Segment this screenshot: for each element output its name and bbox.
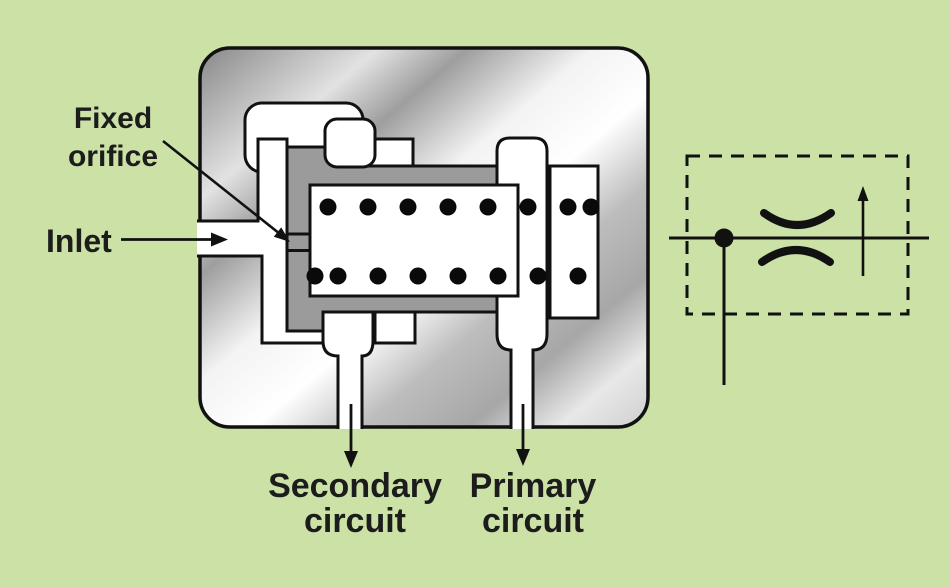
inlet-arrow-head xyxy=(211,232,228,247)
diagram-labels: Fixed orifice Inlet Secondary circuit Pr… xyxy=(46,102,596,540)
schematic-symbol xyxy=(669,154,929,385)
schematic-dashed-box-icon xyxy=(685,154,910,316)
fixed-orifice-leader-head xyxy=(273,227,290,242)
spring-coil-dots xyxy=(306,198,600,285)
valve-body-group xyxy=(197,46,650,429)
inlet-passage-fill xyxy=(197,139,323,343)
secondary-label-line2: circuit xyxy=(304,502,406,540)
fixed-orifice-label-line2: orifice xyxy=(68,140,158,173)
end-cap-inner xyxy=(323,117,377,169)
primary-label-line2: circuit xyxy=(482,502,584,540)
secondary-label-line1: Secondary xyxy=(268,467,442,505)
primary-arrow-head xyxy=(516,449,530,466)
callout-arrows xyxy=(121,139,530,468)
schematic-arrow-head-icon xyxy=(857,186,869,201)
fixed-orifice-label-line1: Fixed xyxy=(74,102,152,135)
primary-port-outline xyxy=(495,136,549,429)
orifice-arc-top-icon xyxy=(760,209,835,229)
primary-label-line1: Primary xyxy=(470,467,597,505)
secondary-arrow-head xyxy=(344,451,358,468)
spring-box-right xyxy=(548,164,600,320)
inlet-label: Inlet xyxy=(46,223,112,259)
fixed-orifice-leader-line xyxy=(162,139,281,236)
orifice-arc-bottom-icon xyxy=(758,246,834,266)
secondary-port-outline xyxy=(321,310,375,429)
secondary-pocket xyxy=(373,310,417,345)
fixed-orifice-section xyxy=(287,232,311,252)
